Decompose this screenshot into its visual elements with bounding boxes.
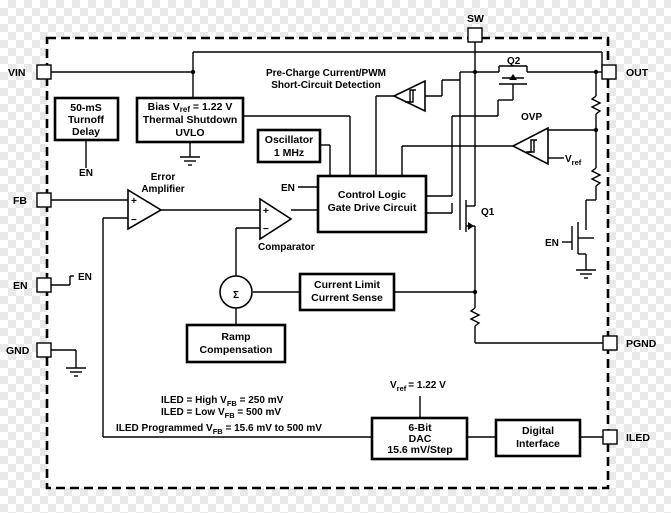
iled-low-a: ILED = Low V <box>161 407 225 418</box>
pin-en-box[interactable] <box>36 277 52 293</box>
q1-arrow <box>468 222 474 230</box>
pin-iled-box[interactable] <box>602 429 618 445</box>
current-limit-line-2: Current Sense <box>311 292 383 304</box>
dac-line-2: DAC <box>409 433 432 445</box>
dac-line-1: 6-Bit <box>408 422 432 434</box>
precharge-label-1: Pre-Charge Current/PWM <box>266 68 386 79</box>
current-limit-block: Current Limit Current Sense <box>298 272 396 312</box>
q2-label: Q2 <box>507 56 521 67</box>
error-amp-label-2: Amplifier <box>141 184 184 195</box>
thermal-text: Thermal Shutdown <box>143 114 238 126</box>
ramp-compensation-block: Ramp Compensation <box>185 323 287 364</box>
control-en-label: EN <box>281 183 295 194</box>
oscillator-block: Oscillator 1 MHz <box>256 128 322 164</box>
oscillator-line-1: Oscillator <box>265 134 313 146</box>
ovp-comparator <box>511 126 549 166</box>
pin-out-label: OUT <box>626 67 649 79</box>
bias-thermal-block: Bias Vref = 1.22 V Thermal Shutdown UVLO <box>135 96 245 144</box>
error-amplifier: + − <box>127 188 163 231</box>
dac-vref-sub: ref <box>397 384 407 393</box>
iled-high-a: ILED = High V <box>161 395 227 406</box>
dac-vref-v: V <box>390 380 397 391</box>
oscillator-line-2: 1 MHz <box>274 147 304 159</box>
pin-sw-box[interactable] <box>467 27 483 43</box>
digital-line-2: Interface <box>516 438 560 450</box>
comparator-minus: − <box>263 224 269 235</box>
pin-pgnd-label: PGND <box>626 338 657 350</box>
iled-high-note: ILED = High VFB = 250 mV <box>161 395 284 408</box>
ramp-line-1: Ramp <box>221 331 250 343</box>
bias-vref-text: Bias Vref = 1.22 V <box>148 101 233 114</box>
iled-prog-a: ILED Programmed V <box>116 423 213 434</box>
current-limit-line-1: Current Limit <box>314 279 380 291</box>
dac-line-3: 15.6 mV/Step <box>387 444 452 456</box>
iled-prog-sub: FB <box>213 427 224 436</box>
turnoff-delay-block: 50-mS Turnoff Delay <box>53 96 120 142</box>
pin-gnd-box[interactable] <box>36 342 52 358</box>
error-amp-plus: + <box>131 196 137 207</box>
ovp-vref-v: V <box>565 154 572 165</box>
pin-out-box[interactable] <box>601 64 617 80</box>
iled-low-sub: FB <box>225 411 236 420</box>
error-amp-label-1: Error <box>151 172 176 183</box>
dac-vref-label: Vref= 1.22 V <box>390 380 446 393</box>
q1-label: Q1 <box>481 207 495 218</box>
iled-low-note: ILED = Low VFB = 500 mV <box>161 407 281 420</box>
ovp-label: OVP <box>521 112 542 123</box>
precharge-comparator <box>392 79 426 113</box>
ovp-vref-sub: ref <box>572 158 582 167</box>
sigma-symbol: Σ <box>233 290 239 301</box>
pwm-comparator: + − <box>259 197 293 241</box>
nmos-en-label: EN <box>545 238 559 249</box>
delay-en-label: EN <box>79 168 93 179</box>
pin-fb-label: FB <box>13 195 27 207</box>
pin-vin-label: VIN <box>8 67 26 79</box>
control-line-1: Control Logic <box>338 189 406 201</box>
pin-pgnd-box[interactable] <box>602 335 618 351</box>
error-amp-minus: − <box>131 215 137 226</box>
delay-line-3: Delay <box>72 126 100 138</box>
iled-high-b: = 250 mV <box>237 395 284 406</box>
en-pin-wire-label: EN <box>78 272 92 283</box>
bias-suffix: = 1.22 V <box>190 101 232 113</box>
iled-programmed-note: ILED Programmed VFB = 15.6 mV to 500 mV <box>116 423 322 436</box>
ovp-vref-label: Vref <box>565 154 582 167</box>
uvlo-text: UVLO <box>175 127 204 139</box>
bias-sub: ref <box>180 105 191 114</box>
dac-block: 6-Bit DAC 15.6 mV/Step <box>370 416 469 461</box>
control-line-2: Gate Drive Circuit <box>328 202 417 214</box>
ramp-line-2: Compensation <box>200 344 273 356</box>
summing-junction: Σ <box>219 275 253 309</box>
pin-vin-box[interactable] <box>36 64 52 80</box>
dac-vref-value: = 1.22 V <box>408 380 446 391</box>
pin-sw-label: SW <box>467 13 484 25</box>
digital-line-1: Digital <box>522 425 554 437</box>
comparator-plus: + <box>263 206 269 217</box>
comparator-label: Comparator <box>258 242 315 253</box>
iled-high-sub: FB <box>227 399 238 408</box>
digital-interface-block: Digital Interface <box>494 418 582 458</box>
delay-line-2: Turnoff <box>68 114 104 126</box>
pin-iled-label: ILED <box>626 432 650 444</box>
iled-low-b: = 500 mV <box>235 407 282 418</box>
bias-prefix: Bias V <box>148 101 180 113</box>
iled-prog-b: = 15.6 mV to 500 mV <box>223 423 323 434</box>
pin-gnd-label: GND <box>6 345 30 357</box>
pin-en-label: EN <box>13 280 28 292</box>
delay-line-1: 50-mS <box>70 102 102 114</box>
pin-fb-box[interactable] <box>36 192 52 208</box>
precharge-label-2: Short-Circuit Detection <box>271 80 380 91</box>
control-logic-block: Control Logic Gate Drive Circuit <box>316 174 428 234</box>
q2-arrow <box>509 74 517 80</box>
